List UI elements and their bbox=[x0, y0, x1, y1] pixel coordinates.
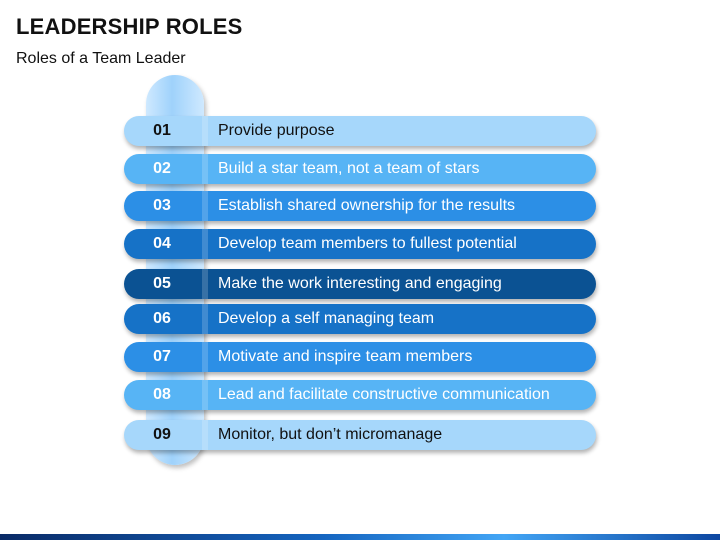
role-label: Make the work interesting and engaging bbox=[218, 275, 502, 292]
role-number: 09 bbox=[153, 426, 171, 443]
role-item-04: 04 Develop team members to fullest poten… bbox=[124, 229, 596, 259]
row-divider bbox=[202, 420, 208, 450]
role-item-03: 03 Establish shared ownership for the re… bbox=[124, 191, 596, 221]
row-divider bbox=[202, 342, 208, 372]
row-divider bbox=[202, 380, 208, 410]
role-label: Provide purpose bbox=[218, 122, 335, 139]
footer-bar bbox=[0, 534, 720, 540]
role-label: Develop a self managing team bbox=[218, 310, 435, 327]
row-divider bbox=[202, 269, 208, 299]
role-item-08: 08 Lead and facilitate constructive comm… bbox=[124, 380, 596, 410]
row-divider bbox=[202, 229, 208, 259]
role-label: Develop team members to fullest potentia… bbox=[218, 235, 517, 252]
role-item-09: 09 Monitor, but don’t micromanage bbox=[124, 420, 596, 450]
role-item-07: 07 Motivate and inspire team members bbox=[124, 342, 596, 372]
row-divider bbox=[202, 191, 208, 221]
page-subtitle: Roles of a Team Leader bbox=[16, 50, 186, 67]
role-item-05: 05 Make the work interesting and engagin… bbox=[124, 269, 596, 299]
row-divider bbox=[202, 154, 208, 184]
role-number: 01 bbox=[153, 122, 171, 139]
role-number: 04 bbox=[153, 235, 171, 252]
role-item-01: 01 Provide purpose bbox=[124, 116, 596, 146]
role-item-06: 06 Develop a self managing team bbox=[124, 304, 596, 334]
row-divider bbox=[202, 116, 208, 146]
row-divider bbox=[202, 304, 208, 334]
role-number: 08 bbox=[153, 386, 171, 403]
role-number: 07 bbox=[153, 348, 171, 365]
role-item-02: 02 Build a star team, not a team of star… bbox=[124, 154, 596, 184]
page-title: LEADERSHIP ROLES bbox=[16, 14, 243, 39]
role-label: Monitor, but don’t micromanage bbox=[218, 426, 443, 443]
role-label: Build a star team, not a team of stars bbox=[218, 160, 480, 177]
role-number: 03 bbox=[153, 197, 171, 214]
role-label: Lead and facilitate constructive communi… bbox=[218, 386, 550, 403]
role-label: Establish shared ownership for the resul… bbox=[218, 197, 516, 214]
role-number: 06 bbox=[153, 310, 171, 327]
role-number: 02 bbox=[153, 160, 171, 177]
role-number: 05 bbox=[153, 275, 171, 292]
role-label: Motivate and inspire team members bbox=[218, 348, 473, 365]
